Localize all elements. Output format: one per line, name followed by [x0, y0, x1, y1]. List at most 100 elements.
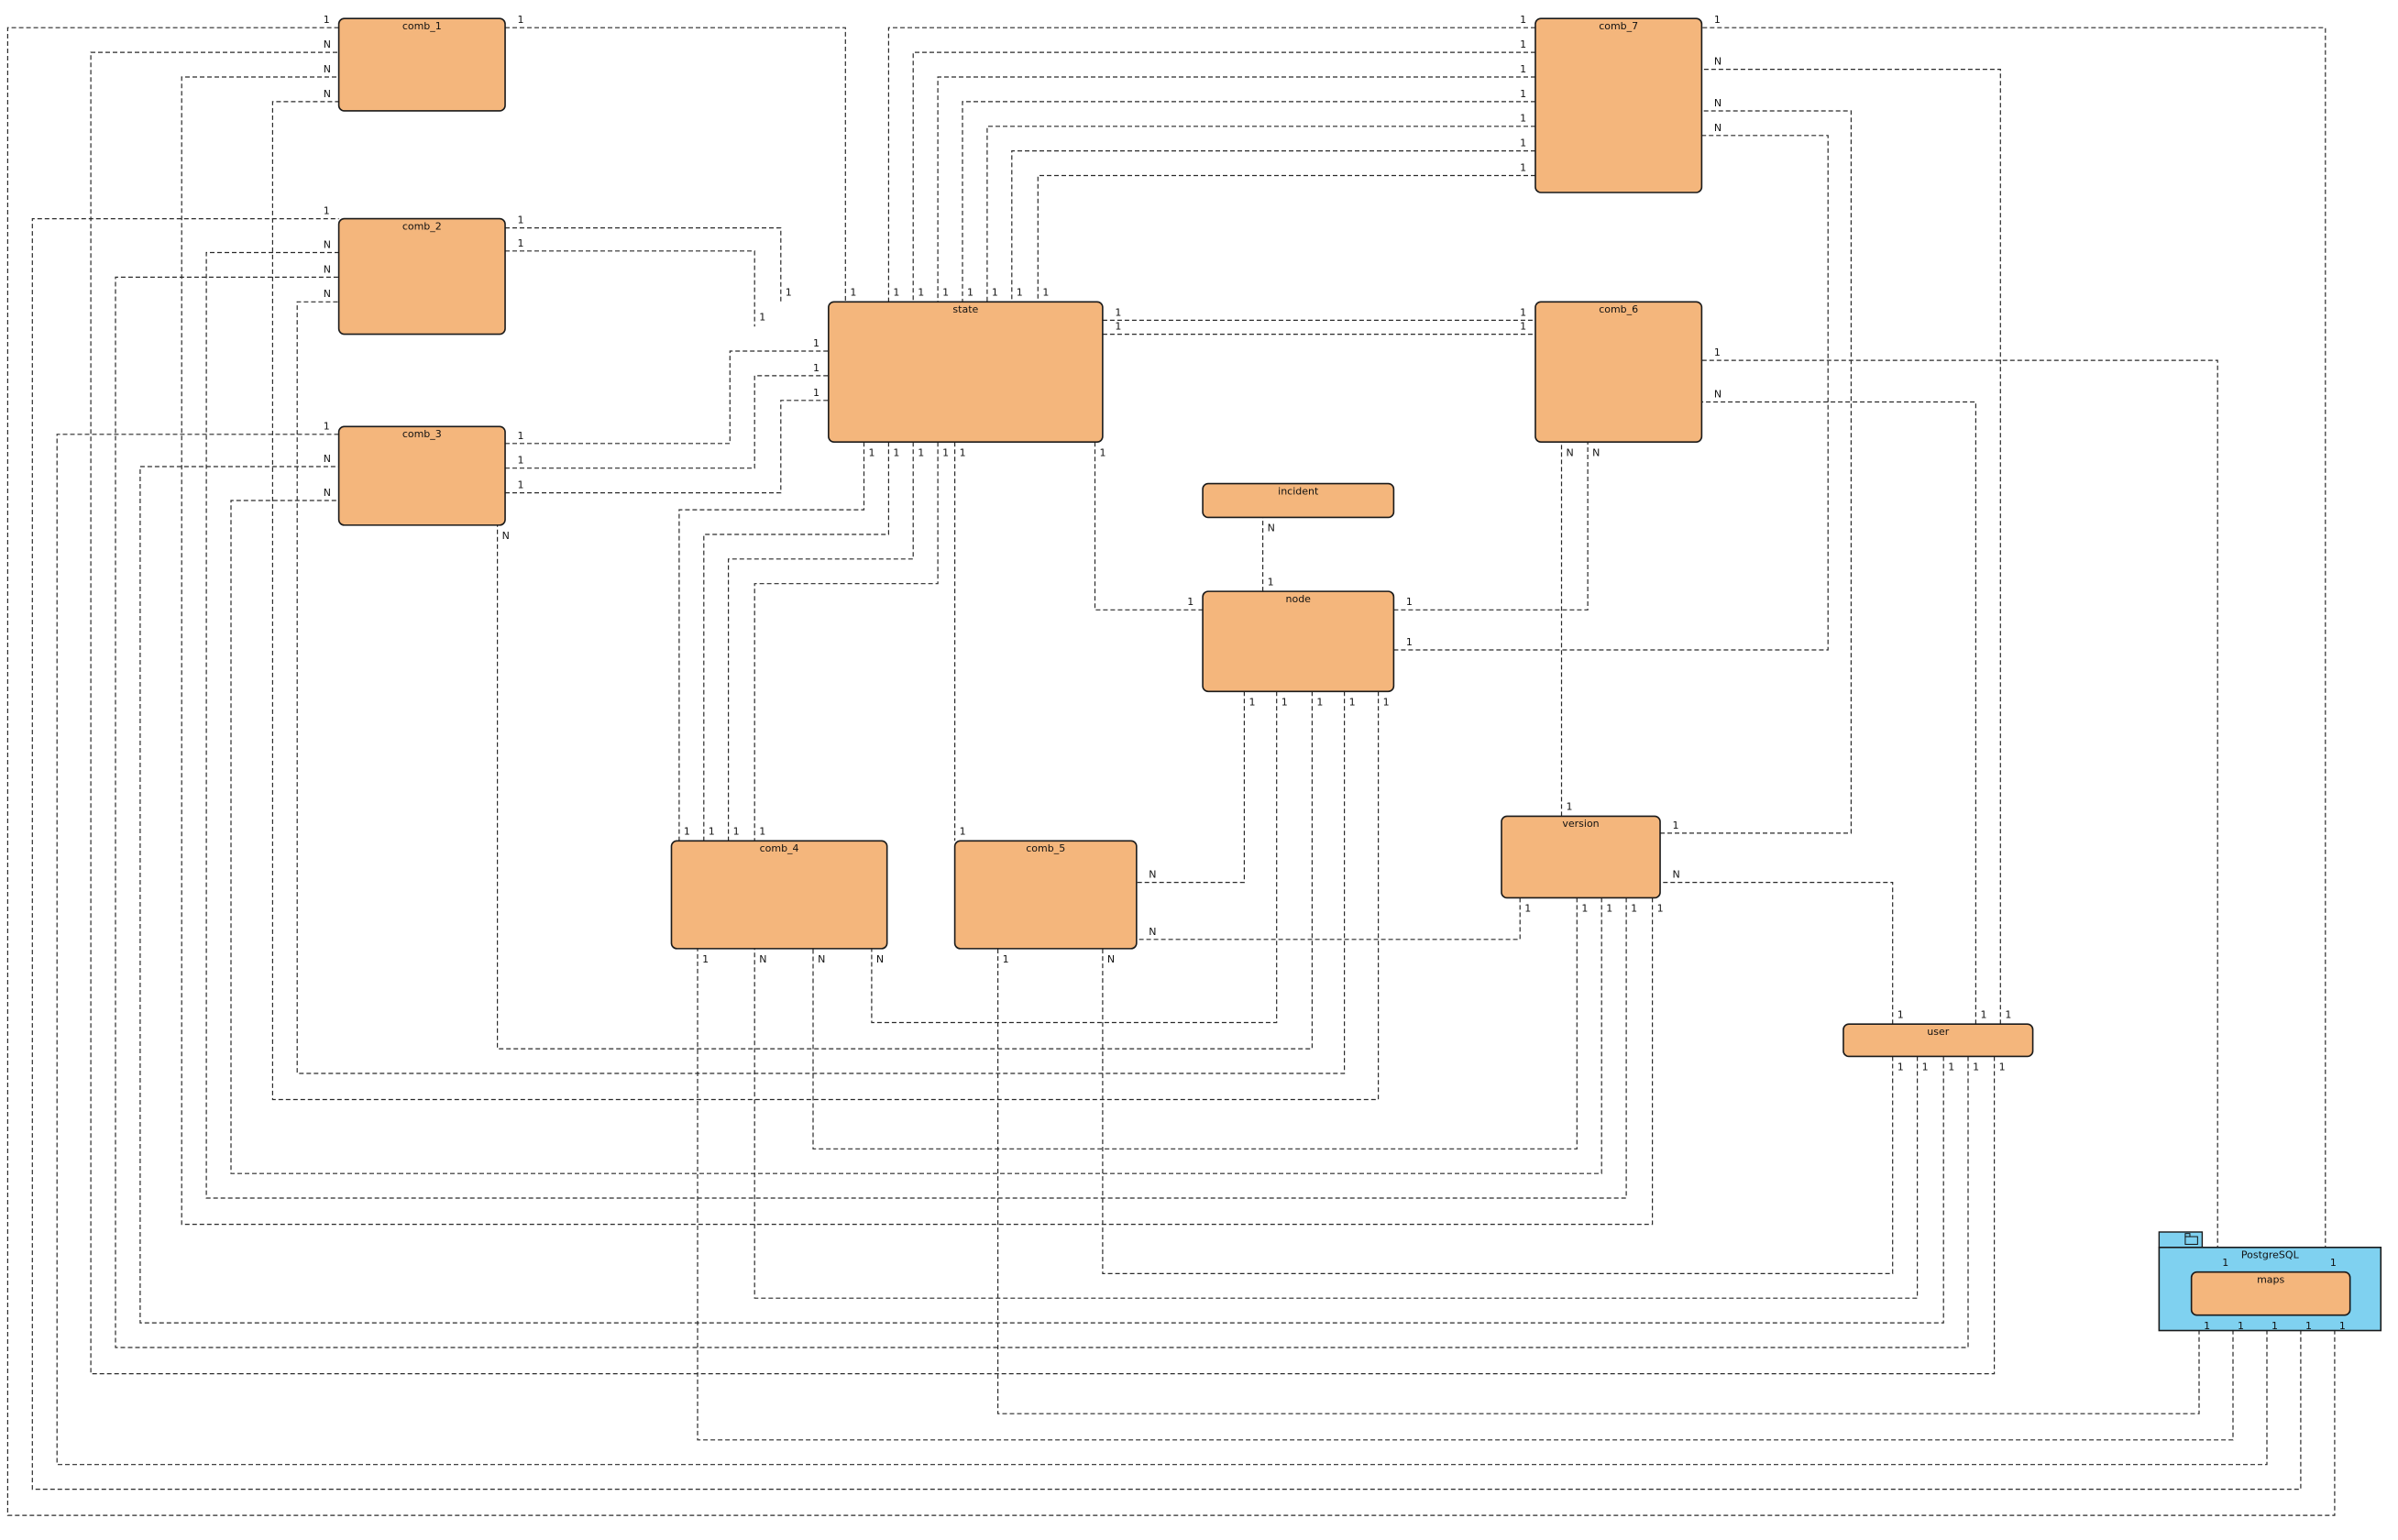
relationship-comb-7-state[interactable]	[937, 76, 1535, 302]
relationship-connectors	[6, 27, 2336, 1516]
relationship-line	[1393, 442, 1589, 610]
relationship-state-comb-4[interactable]	[754, 442, 939, 842]
relationship-state-node[interactable]	[1094, 442, 1204, 610]
relationship-maps-comb-4[interactable]	[697, 948, 2234, 1441]
package-icon	[2184, 1233, 2198, 1245]
cardinality-to: N	[1714, 56, 1722, 68]
entity-name: state	[952, 303, 978, 315]
cardinality-to: N	[1592, 446, 1600, 458]
relationship-user-comb-6[interactable]	[1701, 401, 1976, 1025]
cardinality-from: 1	[1567, 801, 1573, 813]
cardinality-from: 1	[1115, 321, 1121, 333]
cardinality-from: 1	[1657, 903, 1664, 915]
relationship-node-comb-5[interactable]	[1136, 691, 1246, 884]
cardinality-to: 1	[1017, 287, 1023, 299]
cardinality-to: 1	[709, 826, 715, 838]
relationship-user-version[interactable]	[1660, 881, 1894, 1025]
relationship-state-comb-4[interactable]	[703, 442, 890, 842]
relationship-comb-2-state[interactable]	[505, 227, 782, 302]
entity-maps[interactable]: maps	[2190, 1270, 2351, 1316]
cardinality-to: 1	[813, 387, 820, 399]
relationship-version-comb-3[interactable]	[230, 500, 1602, 1174]
relationship-state-comb-4[interactable]	[727, 442, 914, 842]
entity-node[interactable]: node	[1202, 590, 1395, 693]
relationship-comb-7-state[interactable]	[1037, 174, 1535, 302]
relationship-comb-7-state[interactable]	[1011, 150, 1535, 302]
relationship-state-comb-4[interactable]	[678, 442, 865, 842]
cardinality-from: 1	[2339, 1320, 2346, 1332]
cardinality-from: 1	[2330, 1257, 2337, 1269]
entity-name: comb_5	[1026, 842, 1065, 854]
relationship-line	[1136, 897, 1521, 940]
relationship-user-comb-4[interactable]	[754, 948, 1919, 1299]
relationship-user-comb-7[interactable]	[1701, 68, 2001, 1025]
relationship-node-comb-3[interactable]	[496, 524, 1314, 1050]
relationship-version-comb-7[interactable]	[1660, 110, 1853, 834]
entity-box	[670, 840, 888, 950]
relationship-version-comb-1[interactable]	[181, 76, 1654, 1226]
cardinality-to: 1	[942, 287, 949, 299]
relationship-maps-comb-1[interactable]	[6, 27, 2336, 1516]
cardinality-from: 1	[517, 214, 523, 226]
entity-state[interactable]: state	[828, 301, 1104, 443]
entity-comb-3[interactable]: comb_3	[337, 425, 506, 526]
cardinality-to: 1	[813, 337, 820, 349]
relationship-line	[230, 500, 1602, 1174]
relationship-maps-comb-5[interactable]	[996, 948, 2200, 1414]
entity-comb-5[interactable]: comb_5	[953, 840, 1138, 950]
relationship-maps-comb-3[interactable]	[56, 434, 2268, 1466]
entity-box	[828, 301, 1104, 443]
relationship-version-comb-2[interactable]	[205, 251, 1627, 1199]
cardinality-to: N	[324, 453, 331, 465]
relationship-comb-7-state[interactable]	[912, 51, 1535, 302]
relationship-comb-7-state[interactable]	[986, 126, 1535, 302]
relationship-maps-comb-7[interactable]	[1701, 27, 2326, 1272]
cardinality-from: 1	[918, 446, 924, 458]
relationship-user-comb-1[interactable]	[90, 51, 1996, 1375]
entity-comb-2[interactable]: comb_2	[337, 217, 506, 336]
relationship-version-comb-4[interactable]	[812, 897, 1578, 1150]
relationship-comb-3-state[interactable]	[505, 375, 829, 469]
relationship-version-comb-5[interactable]	[1136, 897, 1521, 940]
cardinality-to: N	[324, 487, 331, 499]
cardinality-from: 1	[1520, 161, 1526, 173]
entity-comb-1[interactable]: comb_1	[337, 17, 506, 112]
relationship-user-comb-2[interactable]	[115, 276, 1969, 1348]
entity-comb-7[interactable]: comb_7	[1534, 17, 1703, 193]
entity-box	[1842, 1023, 2034, 1058]
entity-comb-6[interactable]: comb_6	[1534, 301, 1703, 443]
relationship-line	[1102, 948, 1894, 1275]
relationship-comb-1-state[interactable]	[505, 27, 846, 302]
entity-version[interactable]: version	[1501, 815, 1661, 899]
entity-incident[interactable]: incident	[1202, 482, 1395, 519]
relationship-node-comb-7[interactable]	[1393, 135, 1829, 651]
cardinality-from: 1	[1406, 636, 1413, 648]
entity-comb-4[interactable]: comb_4	[670, 840, 888, 950]
relationship-comb-7-state[interactable]	[962, 101, 1535, 302]
cardinality-from: 1	[1631, 903, 1637, 915]
relationship-line	[1701, 68, 2001, 1025]
relationship-maps-comb-6[interactable]	[1701, 359, 2218, 1272]
relationship-user-comb-3[interactable]	[139, 466, 1944, 1324]
relationship-line	[1660, 881, 1894, 1025]
relationship-comb-2-state[interactable]	[505, 250, 755, 327]
cardinality-to: 1	[1520, 306, 1526, 318]
relationship-maps-comb-2[interactable]	[31, 218, 2302, 1490]
entity-box	[1501, 815, 1661, 899]
relationship-comb-3-state[interactable]	[505, 400, 829, 494]
entity-name: comb_4	[760, 842, 799, 854]
entity-name: incident	[1278, 485, 1319, 497]
relationship-comb-7-state[interactable]	[887, 27, 1535, 302]
cardinality-from: 1	[960, 446, 966, 458]
cardinality-from: 1	[1282, 696, 1288, 708]
relationship-user-comb-5[interactable]	[1102, 948, 1894, 1275]
entity-user[interactable]: user	[1842, 1023, 2034, 1058]
relationship-node-comb-6[interactable]	[1393, 442, 1589, 610]
relationship-node-comb-4[interactable]	[871, 691, 1278, 1024]
relationship-comb-3-state[interactable]	[505, 350, 829, 445]
relationship-line	[962, 101, 1535, 302]
cardinality-to: N	[818, 953, 825, 965]
cardinality-from: 1	[1520, 113, 1526, 125]
relationship-node-comb-1[interactable]	[271, 101, 1380, 1101]
entity-name: node	[1286, 593, 1312, 605]
